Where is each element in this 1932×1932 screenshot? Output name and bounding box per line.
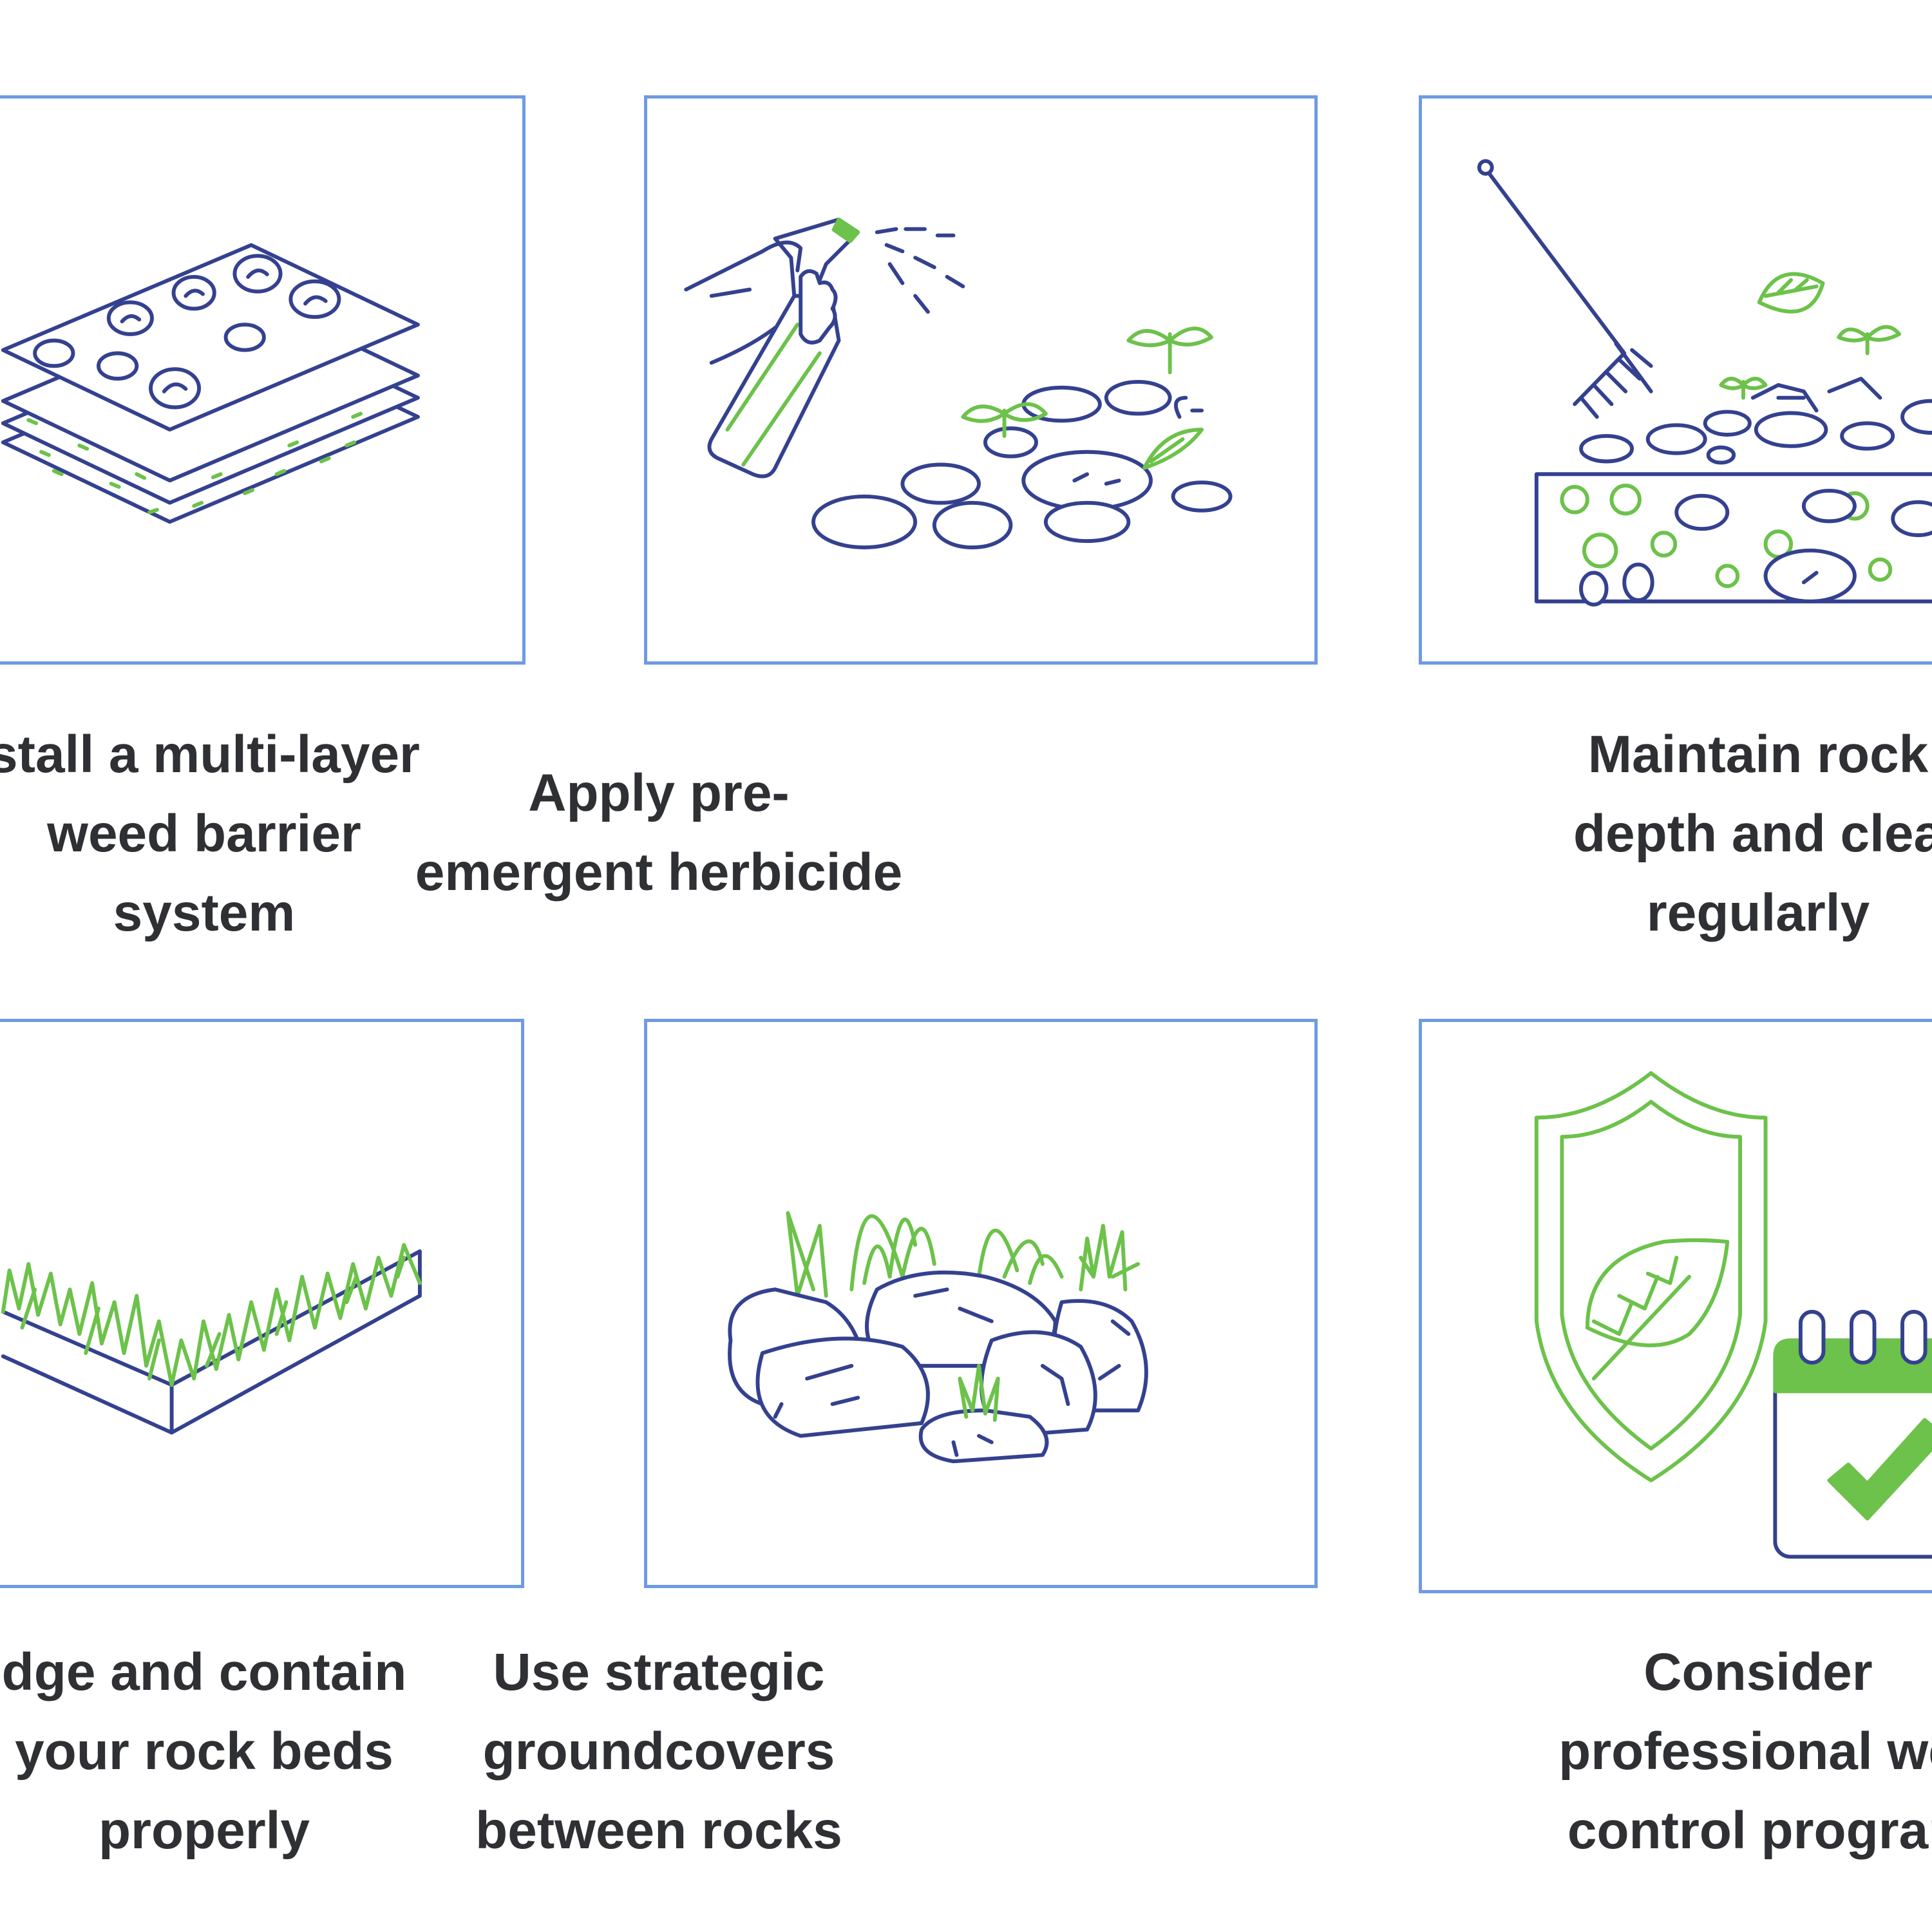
rocks-groundcover-icon (728, 1211, 1148, 1464)
grass-edging-icon (1, 1243, 422, 1435)
card-caption-1: stall a multi-layer weed barrier system (0, 725, 420, 942)
card-caption-3: Maintain rock depth and clea regularly (1573, 725, 1932, 942)
card-caption-4: dge and contain your rock beds properly (1, 1643, 407, 1860)
card-frame-2 (644, 95, 1318, 665)
card-frame-4 (0, 1019, 524, 1588)
shield-calendar-icon (1534, 1071, 1932, 1559)
spray-bottle-icon (684, 217, 1233, 549)
card-frame-3 (1419, 95, 1932, 665)
card-frame-1 (0, 95, 526, 665)
card-caption-5: Use strategic groundcovers between rocks (475, 1643, 842, 1860)
card-caption-2: Apply pre- emergent herbicide (415, 764, 903, 902)
card-frame-5 (644, 1019, 1318, 1588)
layered-barrier-icon (1, 243, 420, 524)
card-frame-6 (1419, 1019, 1932, 1593)
rake-rock-bed-icon (1477, 159, 1932, 607)
card-caption-6: Consider professional we control prograr (1558, 1643, 1932, 1860)
